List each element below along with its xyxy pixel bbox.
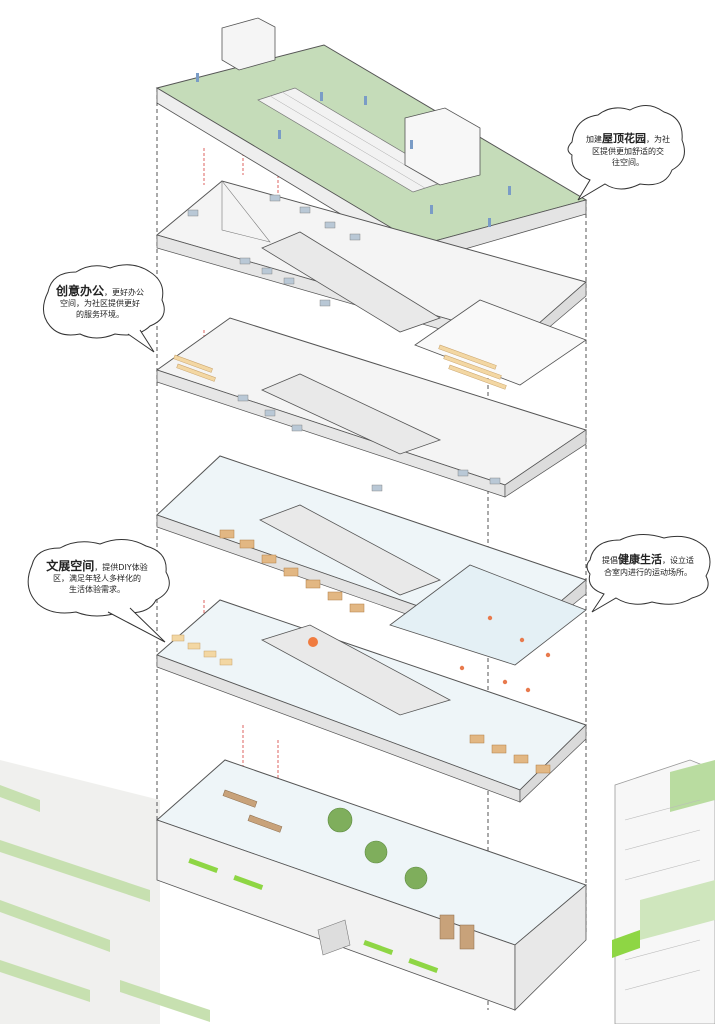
- neighbor-building: [612, 759, 715, 1024]
- floor-4-office: [155, 180, 588, 353]
- callout-exhibition-space: 文展空间，提供DIY体验 区，满足年轻人多样化的 生活体验需求。: [24, 558, 170, 596]
- callout-roof-garden: 加建屋顶花园，为社 区提供更加舒适的交 往空间。: [573, 132, 683, 168]
- callout-text: 空间，为社区提供更好: [60, 299, 140, 309]
- bubble-exhibition-space: [27, 539, 170, 643]
- callout-text: ，设立适: [662, 556, 694, 565]
- floor-3-office: [155, 299, 588, 498]
- meeting-seats: [173, 344, 507, 390]
- site-context: [0, 759, 715, 1024]
- callout-text: ，提供DIY体验: [94, 563, 148, 572]
- callout-text: 生活体验需求。: [69, 584, 125, 594]
- callout-text: 提倡: [602, 556, 618, 565]
- sports-room: [389, 564, 587, 666]
- floor-2-exhibition: [156, 455, 587, 693]
- callout-healthy-life: 提倡健康生活，设立适 合室内进行的运动场所。: [588, 553, 708, 579]
- callout-creative-office: 创意办公，更好办公 空间，为社区提供更好 的服务环境。: [40, 283, 160, 321]
- callout-text: 往空间。: [612, 157, 644, 167]
- floor-1-diy: [156, 599, 587, 803]
- roof-people: [196, 73, 511, 227]
- callout-text: ，更好办公: [104, 288, 144, 297]
- library-shelves: [469, 734, 551, 774]
- sports-people: [459, 615, 551, 693]
- callout-text: 的服务环境。: [76, 309, 124, 319]
- callout-text: 区，满足年轻人多样化的: [53, 574, 141, 584]
- planters: [188, 857, 439, 973]
- callout-emphasis: 创意办公: [55, 284, 104, 298]
- callout-text: 区提供更加舒适的交: [592, 146, 664, 156]
- bubble-creative-office: [43, 264, 165, 353]
- bookshelves: [219, 529, 365, 613]
- diy-tables: [171, 634, 233, 666]
- ground-shelves: [222, 789, 475, 950]
- bubble-healthy-life: [586, 534, 711, 613]
- trees: [327, 807, 428, 890]
- bubble-roof-garden: [567, 105, 685, 201]
- ground-floor: [156, 759, 587, 1011]
- ground-left: [0, 760, 160, 1024]
- callout-text: ，为社: [646, 135, 670, 144]
- callout-text: 加建: [586, 135, 602, 144]
- callout-emphasis: 健康生活: [618, 553, 662, 566]
- grass-strips: [0, 785, 210, 1022]
- entrance-steps: [317, 919, 351, 956]
- callout-text: 合室内进行的运动场所。: [604, 567, 692, 577]
- callout-emphasis: 屋顶花园: [602, 132, 646, 145]
- callout-emphasis: 文展空间: [46, 559, 95, 573]
